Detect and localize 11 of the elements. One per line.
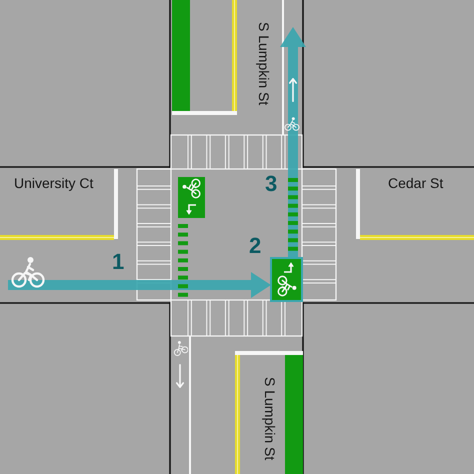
route-arrow [8,272,271,298]
step-number: 3 [265,173,278,195]
street-name: Cedar St [388,175,444,191]
street-name: S Lumpkin St [256,22,272,106]
route-arrow [280,27,306,257]
bike-box [270,257,303,302]
street-name: S Lumpkin St [262,377,278,460]
street-name: University Ct [14,175,94,191]
bike-box [178,177,205,218]
step-number: 1 [112,251,124,273]
step-number: 2 [249,235,262,257]
